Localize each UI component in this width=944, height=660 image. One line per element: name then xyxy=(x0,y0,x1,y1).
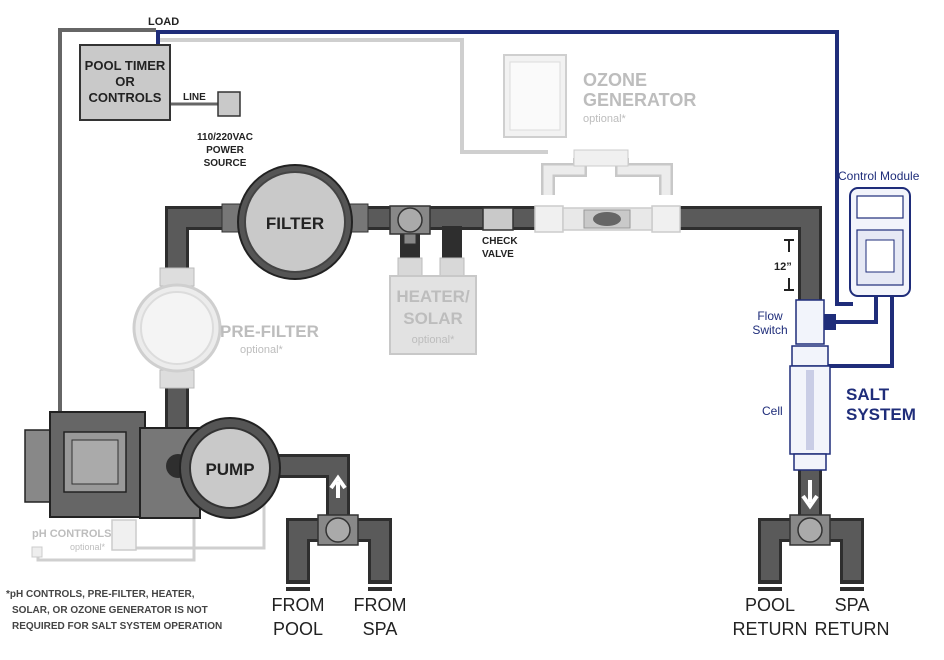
pipe-end-caps xyxy=(286,580,864,591)
suction-tee-valve xyxy=(317,514,359,546)
pump-label: PUMP xyxy=(205,460,254,479)
pool-return-label-1: POOL xyxy=(745,595,795,615)
pipe-return-main-fill xyxy=(670,209,819,300)
twelve-inch-label: 12” xyxy=(774,261,792,273)
pool-timer: POOL TIMER OR CONTROLS xyxy=(79,44,171,121)
power-label-3: SOURCE xyxy=(204,158,247,169)
wire-timer-to-control-module xyxy=(156,30,853,306)
flow-switch-label-2: Switch xyxy=(752,323,787,337)
ph-optional: optional* xyxy=(70,542,106,552)
arrow-up-icon xyxy=(329,474,347,498)
heater-label-1: HEATER/ xyxy=(396,287,470,306)
prefilter-optional: optional* xyxy=(240,344,284,356)
check-valve-label-2: VALVE xyxy=(482,249,514,260)
check-valve xyxy=(482,207,514,231)
cell-label: Cell xyxy=(762,404,783,418)
arrow-down-icon xyxy=(801,480,819,510)
salt-system-label-2: SYSTEM xyxy=(846,405,916,424)
load-label: LOAD xyxy=(148,16,179,28)
timer-label-3: CONTROLS xyxy=(89,90,162,105)
salt-cell xyxy=(789,345,831,471)
flow-arrows xyxy=(329,474,819,510)
control-module xyxy=(849,187,911,297)
ozone-generator: OZONE GENERATOR optional* xyxy=(503,54,696,138)
wire-module-to-flowswitch xyxy=(836,296,878,324)
ph-label: pH CONTROLS xyxy=(32,528,111,540)
pump: PUMP xyxy=(24,411,281,519)
wire-timer-to-ozone xyxy=(156,38,548,154)
heater-optional: optional* xyxy=(412,334,456,346)
twelve-inch-marker xyxy=(784,239,794,291)
filter-valve xyxy=(389,205,431,245)
pipe-pump-to-suction-tee-fill xyxy=(270,457,347,515)
spa-return-label-1: SPA xyxy=(835,595,870,615)
footnote: *pH CONTROLS, PRE-FILTER, HEATER, SOLAR,… xyxy=(6,589,222,632)
power-source-box xyxy=(217,91,241,117)
from-pool-label-1: FROM xyxy=(272,595,325,615)
wire-timer-to-pump xyxy=(58,28,156,415)
from-spa-label-1: FROM xyxy=(354,595,407,615)
heater: HEATER/ SOLAR optional* xyxy=(389,257,477,355)
ozone-bypass xyxy=(534,149,681,233)
heater-label-2: SOLAR xyxy=(403,309,463,328)
filter-label: FILTER xyxy=(266,214,324,233)
from-pool-label-2: POOL xyxy=(273,619,323,639)
line-label: LINE xyxy=(183,92,206,103)
footnote-line-1: *pH CONTROLS, PRE-FILTER, HEATER, xyxy=(6,589,195,600)
pre-filter: PRE-FILTER optional* xyxy=(132,267,319,389)
footnote-line-3: REQUIRED FOR SALT SYSTEM OPERATION xyxy=(12,621,222,632)
ozone-label-2: GENERATOR xyxy=(583,90,696,110)
check-valve-label-1: CHECK xyxy=(482,236,518,247)
footnote-line-2: SOLAR, OR OZONE GENERATOR IS NOT xyxy=(12,605,208,616)
power-label-1: 110/220VAC xyxy=(197,132,253,143)
ozone-label-1: OZONE xyxy=(583,70,647,90)
prefilter-label: PRE-FILTER xyxy=(220,322,319,341)
wire-module-to-cell xyxy=(828,296,894,368)
flow-switch xyxy=(795,299,836,345)
power-label-2: POWER xyxy=(206,145,245,156)
ozone-optional: optional* xyxy=(583,113,627,125)
timer-label-2: OR xyxy=(115,74,135,89)
return-tee-valve xyxy=(789,514,831,546)
flow-switch-label-1: Flow xyxy=(757,309,783,323)
control-module-label: Control Module xyxy=(838,169,920,183)
bottom-labels: FROM POOL FROM SPA POOL RETURN SPA RETUR… xyxy=(272,595,890,639)
spa-return-label-2: RETURN xyxy=(815,619,890,639)
pool-return-label-2: RETURN xyxy=(733,619,808,639)
filter: FILTER xyxy=(221,164,369,280)
salt-system-label-1: SALT xyxy=(846,385,890,404)
timer-label-1: POOL TIMER xyxy=(85,58,166,73)
from-spa-label-2: SPA xyxy=(363,619,398,639)
ph-controls: pH CONTROLS optional* xyxy=(31,519,137,558)
